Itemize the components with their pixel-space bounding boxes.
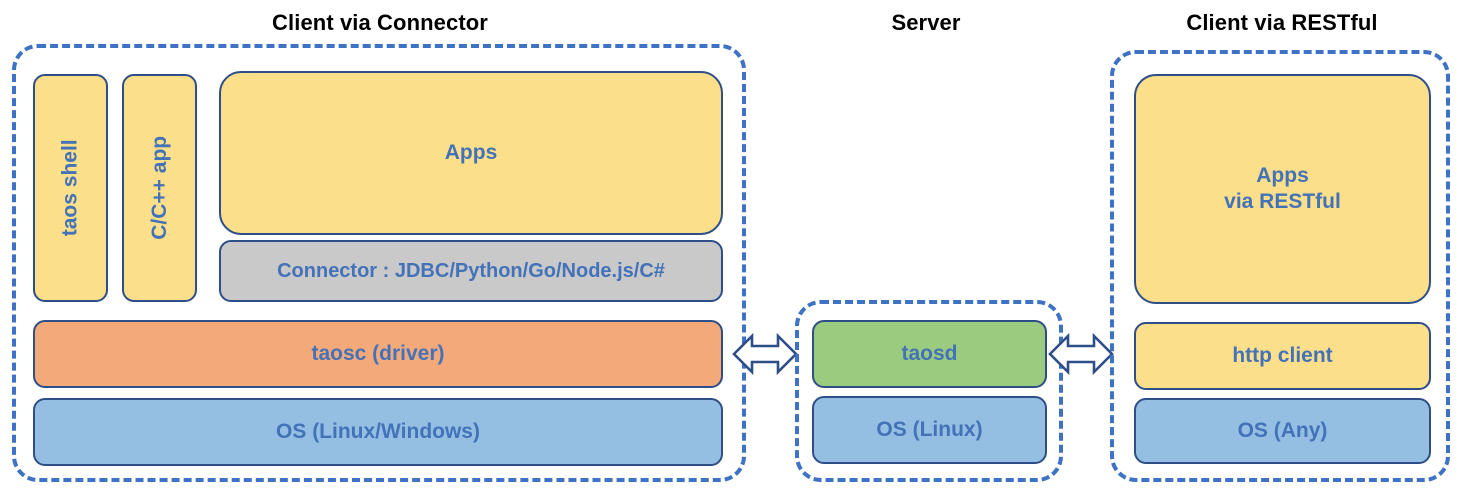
box-os-linux-windows[interactable]: OS (Linux/Windows) bbox=[33, 398, 723, 466]
group-client-via-restful bbox=[1110, 50, 1450, 482]
box-connector-label: Connector : JDBC/Python/Go/Node.js/C# bbox=[277, 259, 665, 282]
box-c-cpp-app-label: C/C++ app bbox=[147, 136, 171, 240]
box-apps-via-restful[interactable]: Apps via RESTful bbox=[1134, 74, 1431, 304]
box-taosc-driver-label: taosc (driver) bbox=[311, 342, 445, 366]
box-taosd-label: taosd bbox=[901, 342, 958, 366]
box-apps-connector-label: Apps bbox=[444, 141, 498, 165]
group-client-via-connector bbox=[12, 44, 746, 482]
caption-client-via-restful: Client via RESTful bbox=[1186, 10, 1378, 35]
double-headed-arrow-icon bbox=[732, 332, 798, 376]
box-os-any-label: OS (Any) bbox=[1237, 419, 1328, 443]
box-taos-shell[interactable]: taos shell bbox=[33, 74, 108, 302]
box-os-linux-windows-label: OS (Linux/Windows) bbox=[276, 420, 480, 444]
box-taosd[interactable]: taosd bbox=[812, 320, 1047, 388]
box-c-cpp-app[interactable]: C/C++ app bbox=[122, 74, 197, 302]
connector-arrow-right bbox=[1048, 328, 1114, 380]
box-os-linux[interactable]: OS (Linux) bbox=[812, 396, 1047, 464]
box-taosc-driver[interactable]: taosc (driver) bbox=[33, 320, 723, 388]
caption-server: Server bbox=[891, 10, 961, 35]
box-http-client[interactable]: http client bbox=[1134, 322, 1431, 390]
group-server bbox=[795, 300, 1063, 482]
box-os-linux-label: OS (Linux) bbox=[876, 418, 983, 442]
box-apps-via-restful-label-line1: Apps bbox=[1256, 164, 1309, 188]
double-headed-arrow-icon bbox=[1048, 332, 1114, 376]
box-taos-shell-label: taos shell bbox=[58, 139, 82, 237]
box-apps-connector[interactable]: Apps bbox=[219, 71, 723, 235]
connector-arrow-left bbox=[732, 328, 798, 380]
box-http-client-label: http client bbox=[1232, 344, 1333, 368]
box-os-any[interactable]: OS (Any) bbox=[1134, 398, 1431, 464]
box-apps-via-restful-label-line2: via RESTful bbox=[1224, 190, 1341, 213]
box-connector[interactable]: Connector : JDBC/Python/Go/Node.js/C# bbox=[219, 240, 723, 302]
caption-client-via-connector: Client via Connector bbox=[272, 10, 488, 35]
